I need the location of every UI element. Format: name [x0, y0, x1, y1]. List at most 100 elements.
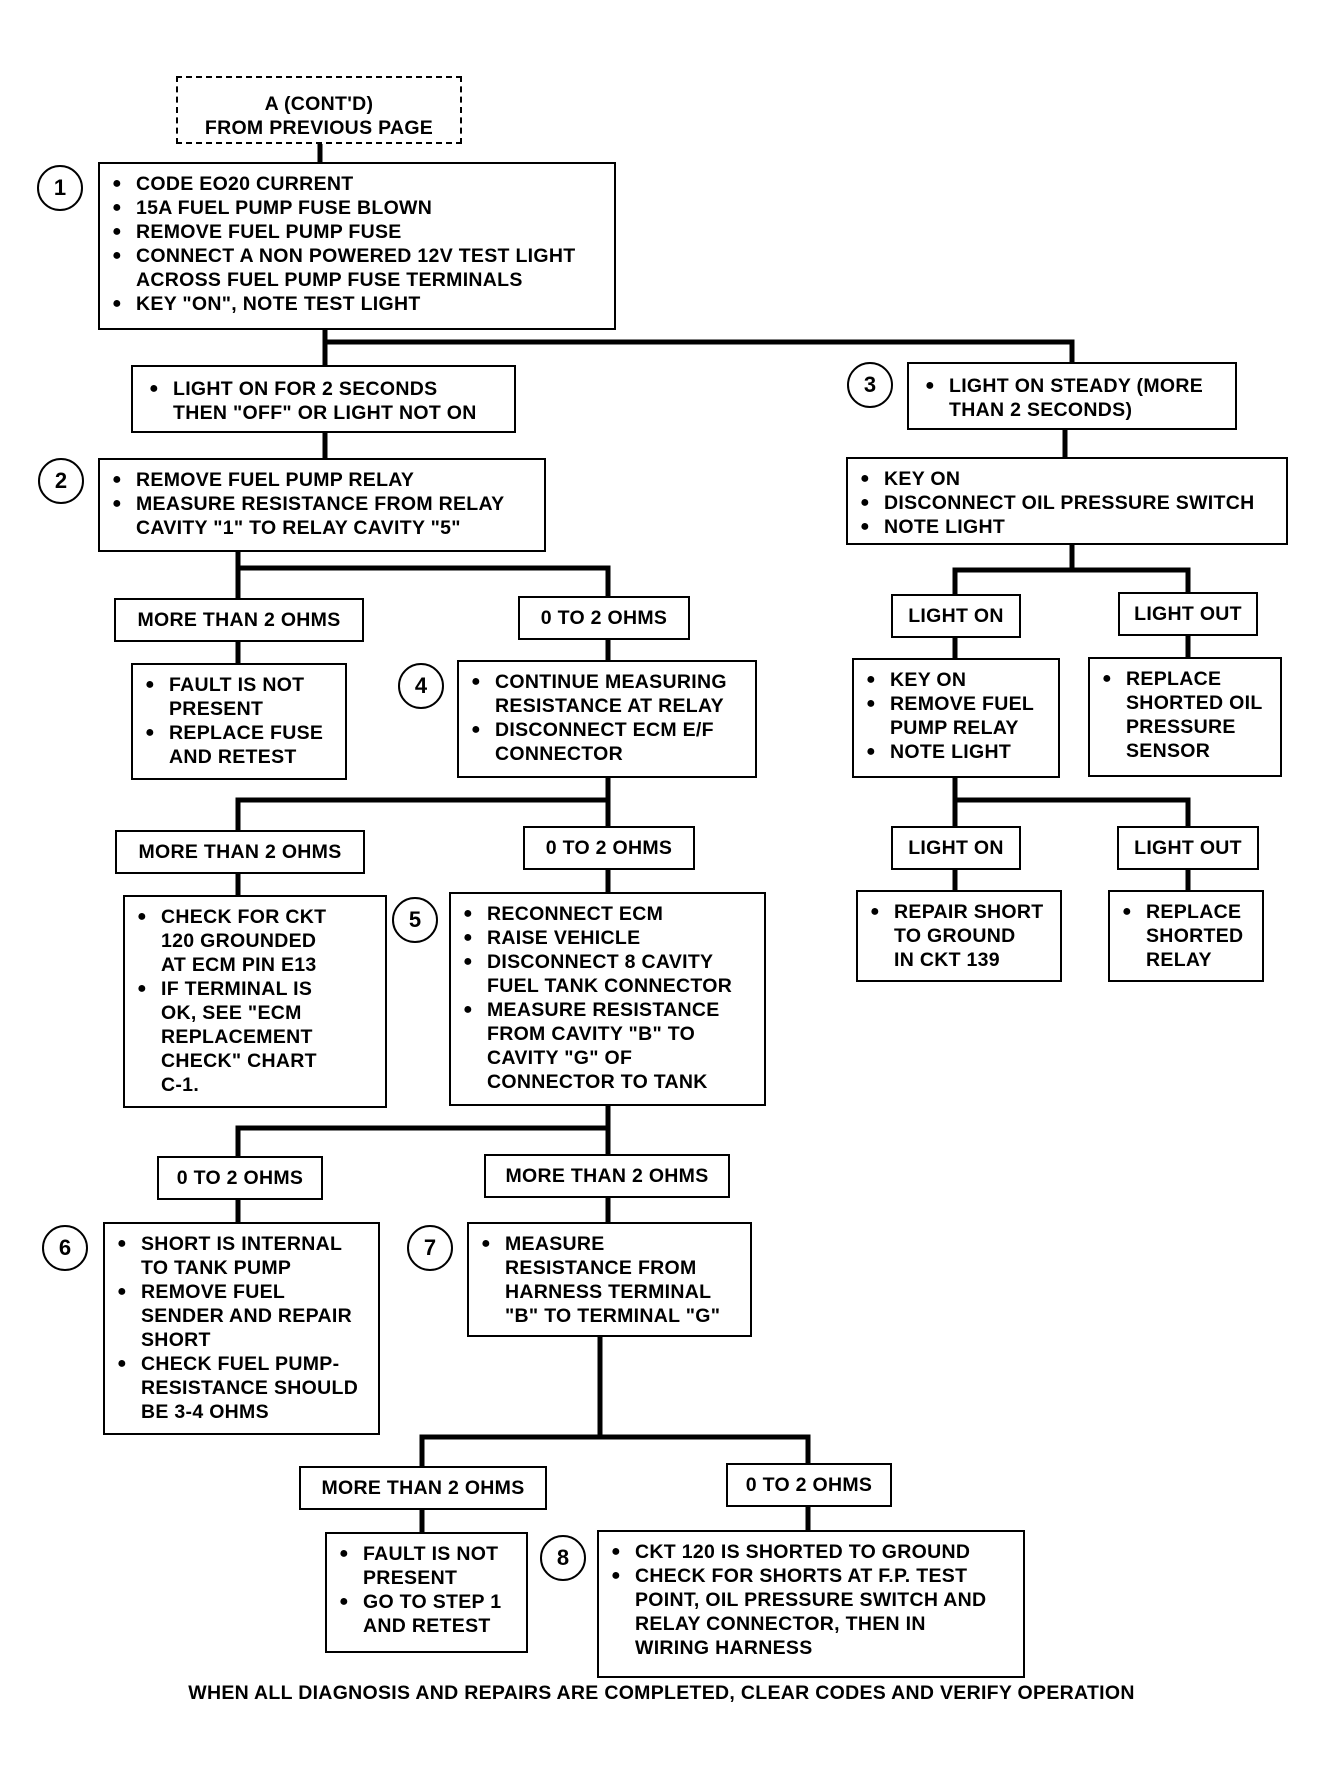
- footer-note: WHEN ALL DIAGNOSIS AND REPAIRS ARE COMPL…: [188, 1682, 1135, 1704]
- bullet-line: POINT, OIL PRESSURE SWITCH AND: [635, 1589, 987, 1611]
- step-2-circle: 2: [38, 458, 84, 504]
- bullet-line: SENSOR: [1126, 740, 1211, 762]
- step-4-circle: 4: [398, 663, 444, 709]
- bullet-list: KEY ONDISCONNECT OIL PRESSURE SWITCHNOTE…: [858, 467, 1276, 539]
- box-step-3: KEY ONDISCONNECT OIL PRESSURE SWITCHNOTE…: [846, 457, 1288, 545]
- label-more-than-2-ohms: MORE THAN 2 OHMS: [299, 1466, 547, 1510]
- bullet-item: REMOVE FUEL PUMP FUSE: [110, 220, 604, 244]
- box-step-1: CODE EO20 CURRENT15A FUEL PUMP FUSE BLOW…: [98, 162, 616, 330]
- bullet-list: RECONNECT ECMRAISE VEHICLEDISCONNECT 8 C…: [461, 902, 754, 1094]
- bullet-line: C-1.: [161, 1074, 200, 1096]
- label-more-than-2-ohms: MORE THAN 2 OHMS: [115, 830, 365, 874]
- bullet-line: DISCONNECT OIL PRESSURE SWITCH: [884, 492, 1255, 514]
- bullet-line: OK, SEE "ECM: [161, 1002, 302, 1024]
- bullet-line: THAN 2 SECONDS): [949, 399, 1133, 421]
- bullet-line: SHORTED: [1146, 925, 1244, 947]
- bullet-line: AND RETEST: [169, 746, 297, 768]
- start-line: FROM PREVIOUS PAGE: [204, 117, 434, 139]
- bullet-item: RAISE VEHICLE: [461, 926, 754, 950]
- bullet-line: CONNECTOR TO TANK: [487, 1071, 708, 1093]
- step-7-circle: 7: [407, 1225, 453, 1271]
- bullet-line: IN CKT 139: [894, 949, 1000, 971]
- step-8-circle: 8: [540, 1535, 586, 1581]
- bullet-line: RELAY: [1146, 949, 1212, 971]
- bullet-line: FUEL TANK CONNECTOR: [487, 975, 733, 997]
- bullet-line: THEN "OFF" OR LIGHT NOT ON: [173, 402, 477, 424]
- bullet-line: KEY ON: [890, 669, 967, 691]
- bullet-line: WIRING HARNESS: [635, 1637, 813, 1659]
- label-light-on: LIGHT ON: [891, 826, 1021, 870]
- bullet-line: MEASURE RESISTANCE: [487, 999, 720, 1021]
- bullet-line: REMOVE FUEL: [141, 1281, 286, 1303]
- bullet-item: KEY "ON", NOTE TEST LIGHT: [110, 292, 604, 316]
- step-5-circle: 5: [392, 897, 438, 943]
- bullet-item: REMOVE FUEL PUMP RELAY: [110, 468, 534, 492]
- bullet-line: MEASURE: [505, 1233, 605, 1255]
- bullet-line: REPLACE: [1146, 901, 1242, 923]
- start-box: A (CONT'D) FROM PREVIOUS PAGE: [176, 76, 462, 144]
- bullet-line: BE 3-4 OHMS: [141, 1401, 269, 1423]
- bullet-line: PRESENT: [169, 698, 264, 720]
- bullet-line: REMOVE FUEL PUMP RELAY: [136, 469, 415, 491]
- box-step-5: RECONNECT ECMRAISE VEHICLEDISCONNECT 8 C…: [449, 892, 766, 1106]
- bullet-item: NOTE LIGHT: [858, 515, 1276, 539]
- bullet-line: FAULT IS NOT: [363, 1543, 499, 1565]
- start-line: A (CONT'D): [264, 93, 374, 115]
- step-1-circle: 1: [37, 165, 83, 211]
- bullet-line: PUMP RELAY: [890, 717, 1019, 739]
- bullet-item: CKT 120 IS SHORTED TO GROUND: [609, 1540, 1013, 1564]
- bullet-line: SHORTED OIL: [1126, 692, 1263, 714]
- label-light-out: LIGHT OUT: [1118, 592, 1258, 636]
- bullet-line: "B" TO TERMINAL "G": [505, 1305, 721, 1327]
- bullet-line: TO GROUND: [894, 925, 1016, 947]
- bullet-line: CHECK FUEL PUMP-: [141, 1353, 340, 1375]
- bullet-line: CODE EO20 CURRENT: [136, 173, 354, 195]
- bullet-line: MEASURE RESISTANCE FROM RELAY: [136, 493, 505, 515]
- bullet-line: FROM CAVITY "B" TO: [487, 1023, 696, 1045]
- bullet-line: SHORT: [141, 1329, 211, 1351]
- bullet-line: RESISTANCE SHOULD: [141, 1377, 359, 1399]
- bullet-line: LIGHT ON FOR 2 SECONDS: [173, 378, 438, 400]
- bullet-line: IF TERMINAL IS: [161, 978, 313, 1000]
- bullet-line: REPLACE FUSE: [169, 722, 324, 744]
- bullet-line: SHORT IS INTERNAL: [141, 1233, 343, 1255]
- bullet-line: CKT 120 IS SHORTED TO GROUND: [635, 1541, 971, 1563]
- bullet-line: CONNECT A NON POWERED 12V TEST LIGHT: [136, 245, 576, 267]
- label-more-than-2-ohms: MORE THAN 2 OHMS: [484, 1154, 730, 1198]
- step-3-circle: 3: [847, 362, 893, 408]
- bullet-line: PRESENT: [363, 1567, 458, 1589]
- bullet-line: RESISTANCE AT RELAY: [495, 695, 724, 717]
- bullet-line: CHECK FOR SHORTS AT F.P. TEST: [635, 1565, 968, 1587]
- bullet-line: DISCONNECT ECM E/F: [495, 719, 714, 741]
- bullet-item: RECONNECT ECM: [461, 902, 754, 926]
